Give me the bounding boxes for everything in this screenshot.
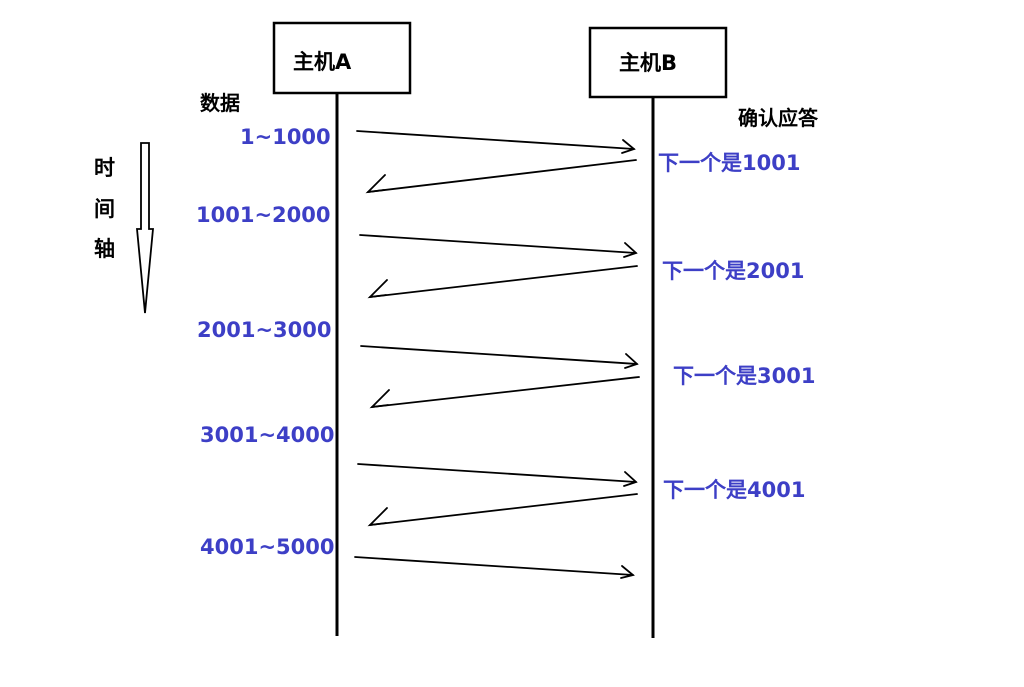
host-b: 主机B: [588, 26, 728, 99]
host-a-box: [272, 21, 412, 95]
host-b-box: [588, 26, 728, 99]
host-a-label: 主机A: [293, 50, 352, 74]
data-arrow: [359, 234, 638, 258]
data-segment-label: 1~1000: [240, 125, 331, 149]
ack-arrow: [367, 265, 638, 299]
host-b-label: 主机B: [619, 51, 677, 75]
ack-arrow: [365, 159, 637, 194]
data-arrow: [357, 463, 638, 487]
data-segment-labels: 1~1000 1001~2000 2001~3000 3001~4000 400…: [196, 125, 335, 559]
data-arrow: [360, 345, 639, 369]
data-arrows: [354, 130, 639, 579]
time-axis-arrow-icon: [136, 142, 154, 314]
data-header: 数据: [200, 91, 240, 115]
time-axis-char: 时: [94, 156, 115, 180]
ack-arrows: [365, 159, 640, 527]
ack-label: 下一个是3001: [673, 364, 815, 388]
ack-arrow: [367, 493, 638, 527]
ack-label: 下一个是1001: [658, 151, 800, 175]
data-segment-label: 4001~5000: [200, 535, 335, 559]
time-axis: 时 间 轴: [94, 142, 154, 314]
data-arrow: [356, 130, 636, 154]
time-axis-char: 轴: [94, 237, 115, 261]
data-segment-label: 3001~4000: [200, 423, 335, 447]
ack-arrow: [369, 376, 640, 409]
data-arrow: [354, 556, 635, 579]
ack-label: 下一个是2001: [662, 259, 804, 283]
data-segment-label: 2001~3000: [197, 318, 332, 342]
host-a: 主机A: [272, 21, 412, 95]
time-axis-char: 间: [94, 197, 115, 221]
data-segment-label: 1001~2000: [196, 203, 331, 227]
ack-header: 确认应答: [738, 106, 819, 130]
ack-label: 下一个是4001: [663, 478, 805, 502]
ack-labels: 下一个是1001 下一个是2001 下一个是3001 下一个是4001: [658, 151, 815, 502]
